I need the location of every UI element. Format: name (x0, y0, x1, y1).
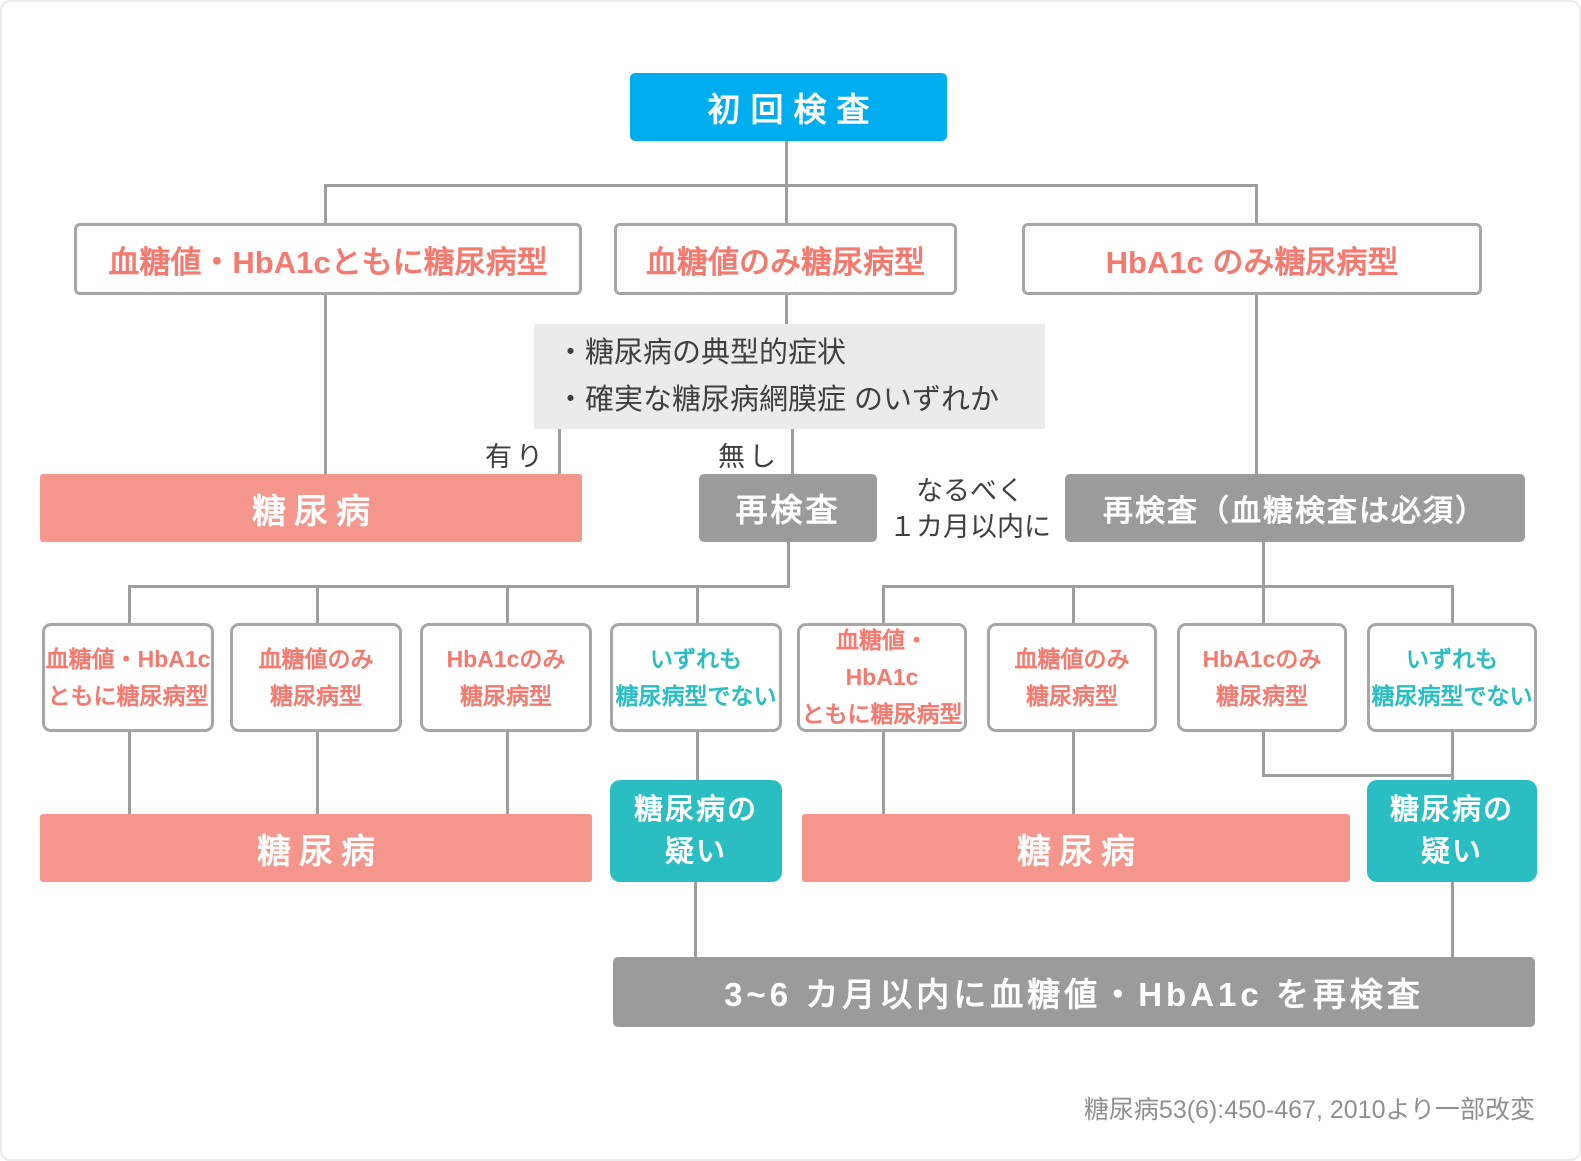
card-right-both-type: 血糖値・HbA1c ともに糖尿病型 (797, 623, 967, 732)
card-right-neither-type-line1: いずれも (1406, 645, 1498, 672)
node-diabetes-right-label: 糖尿病 (1017, 832, 1143, 871)
connector-l1-down (128, 732, 131, 814)
connector-start-down (785, 141, 788, 223)
node-diabetes-right: 糖尿病 (802, 814, 1350, 882)
node-suspected-right: 糖尿病の 疑い (1367, 780, 1537, 882)
node-branch-hba1c-only-label: HbA1c のみ糖尿病型 (1105, 244, 1399, 280)
connector-r3-down (1262, 732, 1265, 777)
connector-r1-down (882, 732, 885, 814)
connector-right-comb-d3 (1262, 585, 1265, 623)
connector-left-comb-d2 (316, 585, 319, 623)
card-right-hba1c-only-line2: 糖尿病型 (1216, 682, 1308, 709)
connector-suspected-left-down (694, 882, 697, 957)
connector-left-comb-d4 (696, 585, 699, 623)
card-left-glucose-only: 血糖値のみ 糖尿病型 (230, 623, 402, 732)
connector-condition-present (558, 429, 561, 474)
card-left-both-type-line1: 血糖値・HbA1c (45, 645, 211, 672)
connector-l4-down (696, 732, 699, 780)
card-left-neither-type-line1: いずれも (650, 645, 742, 672)
node-condition-symptoms: ・糖尿病の典型的症状 ・確実な糖尿病網膜症 のいずれか (534, 324, 1045, 429)
node-suspected-left: 糖尿病の 疑い (610, 780, 782, 882)
node-retest-full: 再検査（血糖検査は必須） (1065, 474, 1525, 542)
node-diabetes-left-label: 糖尿病 (257, 832, 383, 871)
card-left-hba1c-only-line2: 糖尿病型 (460, 682, 552, 709)
connector-right-comb-d4 (1451, 585, 1454, 623)
card-right-hba1c-only: HbA1cのみ 糖尿病型 (1177, 623, 1347, 732)
node-branch-both-type: 血糖値・HbA1cともに糖尿病型 (74, 223, 582, 295)
card-right-glucose-only-line1: 血糖値のみ (1014, 645, 1130, 672)
card-right-glucose-only: 血糖値のみ 糖尿病型 (987, 623, 1157, 732)
card-left-neither-type: いずれも 糖尿病型でない (610, 623, 782, 732)
connector-right-comb-d1 (882, 585, 885, 623)
connector-branch-bar (324, 184, 1258, 187)
connector-retest-down (787, 542, 790, 588)
node-branch-glucose-only-label: 血糖値のみ糖尿病型 (646, 244, 925, 280)
connector-branch-left-drop (324, 184, 327, 223)
connector-hba1c-to-retest-full (1255, 295, 1258, 474)
node-diabetes-top: 糖尿病 (40, 474, 582, 542)
node-final-retest: 3~6 カ月以内に血糖値・HbA1c を再検査 (613, 957, 1535, 1027)
card-right-hba1c-only-line1: HbA1cのみ (1202, 645, 1322, 672)
node-suspected-left-line1: 糖尿病の (633, 793, 758, 826)
node-suspected-right-line1: 糖尿病の (1389, 793, 1514, 826)
card-right-neither-type-line2: 糖尿病型でない (1371, 682, 1533, 709)
connector-left-comb-d3 (506, 585, 509, 623)
connector-l3-down (506, 732, 509, 814)
connector-r2-down (1072, 732, 1075, 814)
retest-note-line1: なるべく (916, 476, 1024, 506)
connector-r3-elbow (1262, 774, 1454, 777)
card-right-neither-type: いずれも 糖尿病型でない (1367, 623, 1537, 732)
node-retest-full-label: 再検査（血糖検査は必須） (1103, 495, 1487, 528)
card-left-both-type: 血糖値・HbA1c ともに糖尿病型 (42, 623, 214, 732)
retest-note-line2: １カ月以内に (889, 512, 1051, 543)
citation-text: 糖尿病53(6):450-467, 2010より一部改変 (1083, 1096, 1535, 1124)
node-branch-both-type-label: 血糖値・HbA1cともに糖尿病型 (108, 244, 548, 280)
node-suspected-right-line2: 疑い (1420, 836, 1483, 868)
node-branch-hba1c-only: HbA1c のみ糖尿病型 (1022, 223, 1482, 295)
card-right-glucose-only-line2: 糖尿病型 (1026, 682, 1118, 709)
node-initial-test-label: 初回検査 (707, 91, 880, 128)
retest-note: なるべく １カ月以内に (880, 473, 1060, 546)
node-final-retest-label: 3~6 カ月以内に血糖値・HbA1c を再検査 (724, 976, 1424, 1013)
node-suspected-left-line2: 疑い (664, 836, 727, 868)
card-left-glucose-only-line1: 血糖値のみ (258, 645, 374, 672)
connector-branch-right-drop (1255, 184, 1258, 223)
node-initial-test: 初回検査 (630, 73, 947, 141)
condition-line1: ・糖尿病の典型的症状 (556, 337, 847, 370)
node-retest: 再検査 (699, 474, 877, 542)
node-branch-glucose-only: 血糖値のみ糖尿病型 (614, 223, 957, 295)
node-diabetes-left: 糖尿病 (40, 814, 592, 882)
connector-suspected-right-down (1451, 882, 1454, 957)
connector-right-comb-d2 (1072, 585, 1075, 623)
connector-glucose-to-condition (785, 295, 788, 324)
connector-r4-down (1451, 732, 1454, 780)
card-left-hba1c-only-line1: HbA1cのみ (446, 645, 566, 672)
connector-both-to-diabetes (324, 295, 327, 474)
card-left-glucose-only-line2: 糖尿病型 (270, 682, 362, 709)
connector-right-comb-bar (882, 585, 1454, 588)
card-left-both-type-line2: ともに糖尿病型 (47, 682, 209, 709)
connector-l2-down (316, 732, 319, 814)
card-right-both-type-line2: ともに糖尿病型 (801, 700, 963, 727)
connector-left-comb-bar (128, 585, 790, 588)
label-present: 有り (485, 442, 547, 472)
label-absent: 無し (718, 442, 780, 472)
connector-condition-absent (791, 429, 794, 474)
card-left-neither-type-line2: 糖尿病型でない (615, 682, 777, 709)
card-right-both-type-line1: 血糖値・HbA1c (836, 627, 928, 691)
node-diabetes-top-label: 糖尿病 (252, 492, 378, 531)
connector-left-comb-d1 (128, 585, 131, 623)
node-retest-label: 再検査 (735, 492, 841, 528)
connector-retest-full-down (1262, 542, 1265, 588)
condition-line2: ・確実な糖尿病網膜症 のいずれか (556, 383, 1000, 416)
card-left-hba1c-only: HbA1cのみ 糖尿病型 (420, 623, 592, 732)
